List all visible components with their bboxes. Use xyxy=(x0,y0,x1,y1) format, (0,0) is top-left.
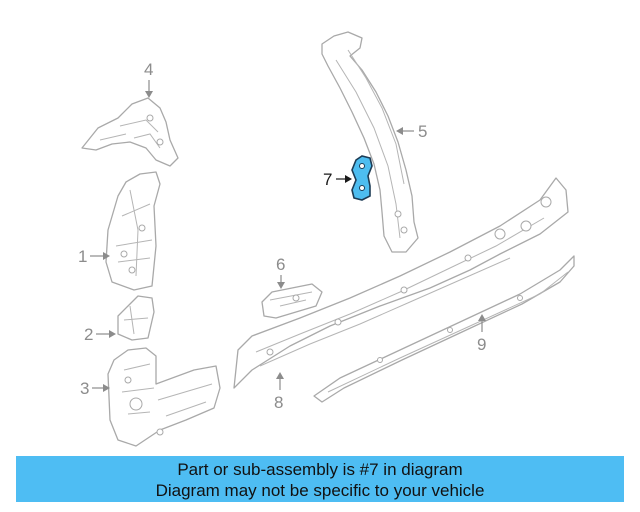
callout-5: 5 xyxy=(396,122,427,141)
callout-1: 1 xyxy=(78,247,110,266)
banner-line-2: Diagram may not be specific to your vehi… xyxy=(155,481,485,500)
banner-line-1: Part or sub-assembly is #7 in diagram xyxy=(177,460,463,479)
part-4-bracket xyxy=(81,97,179,167)
callout-4: 4 xyxy=(144,60,153,98)
svg-text:8: 8 xyxy=(274,393,283,412)
callout-8: 8 xyxy=(274,372,284,412)
part-6-bracket xyxy=(261,283,323,319)
svg-text:1: 1 xyxy=(78,247,87,266)
callout-6: 6 xyxy=(276,255,285,289)
part-3-lower-pillar xyxy=(107,347,221,447)
part-2-bracket xyxy=(117,295,155,341)
part-9-rocker-outer xyxy=(313,255,575,403)
callout-9: 9 xyxy=(477,314,486,354)
svg-text:4: 4 xyxy=(144,60,153,79)
callout-3: 3 xyxy=(80,379,110,398)
svg-text:7: 7 xyxy=(323,170,332,189)
svg-text:6: 6 xyxy=(276,255,285,274)
svg-text:5: 5 xyxy=(418,122,427,141)
part-8-rocker-inner xyxy=(233,177,569,389)
svg-text:9: 9 xyxy=(477,335,486,354)
svg-text:2: 2 xyxy=(84,325,93,344)
callout-7[interactable]: 7 xyxy=(323,170,352,189)
info-banner: Part or sub-assembly is #7 in diagram Di… xyxy=(16,456,624,502)
part-5-center-pillar xyxy=(321,31,419,253)
callout-2: 2 xyxy=(84,325,116,344)
parts-diagram: 1 2 3 4 5 6 7 8 9 xyxy=(78,31,575,447)
part-1-pillar-inner xyxy=(105,171,161,291)
svg-text:3: 3 xyxy=(80,379,89,398)
part-7-highlighted xyxy=(351,155,373,201)
